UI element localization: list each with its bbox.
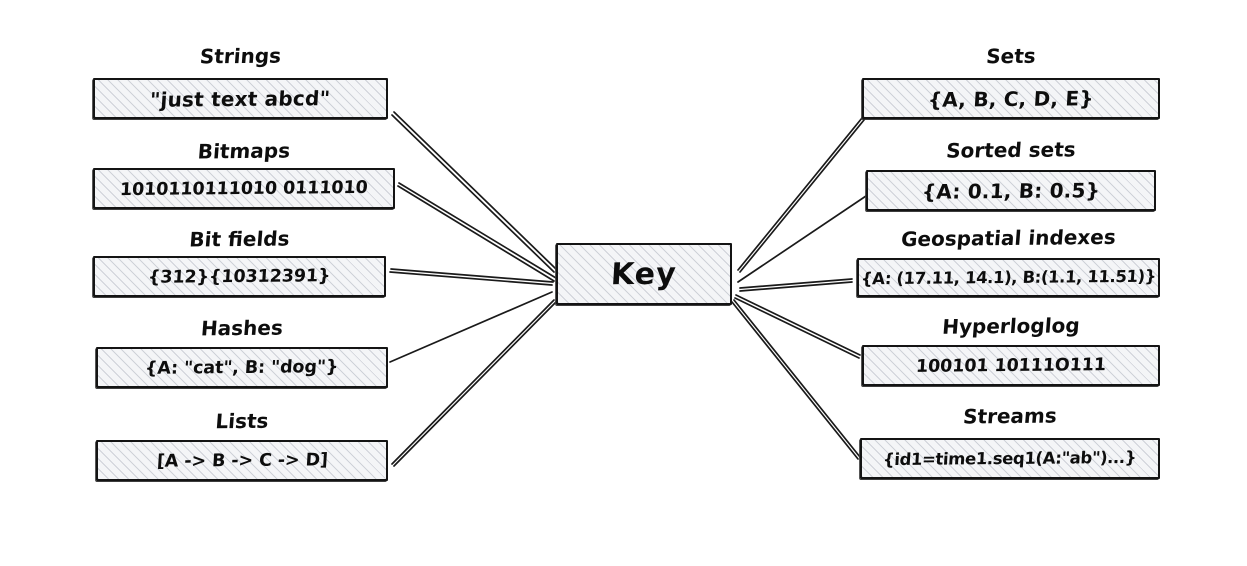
node-key-label: Key bbox=[610, 256, 678, 292]
node-bit-fields[interactable]: {312}{10312391} bbox=[92, 256, 386, 298]
caption-sorted-sets: Sorted sets bbox=[945, 137, 1077, 163]
node-hyperloglog[interactable]: 100101 10111O111 bbox=[861, 345, 1160, 387]
caption-hashes: Hashes bbox=[200, 315, 284, 341]
node-lists[interactable]: [A -> B -> C -> D] bbox=[95, 440, 388, 482]
connector-hashes bbox=[389, 291, 553, 363]
node-hashes-value: {A: "cat", B: "dog"} bbox=[144, 356, 340, 379]
caption-lists: Lists bbox=[214, 408, 270, 434]
caption-streams: Streams bbox=[962, 403, 1058, 429]
node-hashes[interactable]: {A: "cat", B: "dog"} bbox=[95, 347, 388, 389]
connector-sets bbox=[737, 117, 863, 271]
connector-strings bbox=[391, 114, 555, 273]
connector-hyperloglog bbox=[735, 294, 861, 356]
caption-strings: Strings bbox=[198, 43, 283, 69]
node-bitmaps[interactable]: 1010110111010 0111010 bbox=[92, 168, 395, 210]
caption-hyperloglog: Hyperloglog bbox=[941, 313, 1081, 339]
node-geospatial-indexes-value: {A: (17.11, 14.1), B:(1.1, 11.51)} bbox=[860, 266, 1157, 289]
node-streams[interactable]: {id1=time1.seq1(A:"ab")...} bbox=[859, 438, 1160, 480]
node-sorted-sets-value: {A: 0.1, B: 0.5} bbox=[921, 177, 1101, 204]
connector-geospatial bbox=[739, 278, 853, 289]
node-key[interactable]: Key bbox=[555, 243, 732, 306]
node-lists-value: [A -> B -> C -> D] bbox=[155, 449, 329, 472]
node-streams-value: {id1=time1.seq1(A:"ab")...} bbox=[882, 447, 1138, 470]
node-sets[interactable]: {A, B, C, D, E} bbox=[861, 78, 1160, 120]
node-strings-value: "just text abcd" bbox=[149, 85, 332, 112]
caption-bit-fields: Bit fields bbox=[188, 226, 291, 252]
node-sets-value: {A, B, C, D, E} bbox=[927, 85, 1095, 112]
connector-lists bbox=[391, 299, 555, 465]
connector-streams bbox=[733, 299, 861, 458]
node-bit-fields-value: {312}{10312391} bbox=[147, 265, 332, 288]
connector-sorted-sets bbox=[737, 195, 867, 283]
connector-bitfields bbox=[389, 271, 553, 286]
node-strings[interactable]: "just text abcd" bbox=[92, 78, 388, 120]
node-bitmaps-value: 1010110111010 0111010 bbox=[119, 177, 369, 200]
caption-geospatial-indexes: Geospatial indexes bbox=[900, 224, 1117, 252]
node-hyperloglog-value: 100101 10111O111 bbox=[915, 354, 1107, 377]
caption-sets: Sets bbox=[985, 43, 1037, 69]
caption-bitmaps: Bitmaps bbox=[196, 138, 292, 164]
connector-bitmaps bbox=[397, 185, 555, 282]
node-geospatial-indexes[interactable]: {A: (17.11, 14.1), B:(1.1, 11.51)} bbox=[856, 258, 1160, 298]
node-sorted-sets[interactable]: {A: 0.1, B: 0.5} bbox=[865, 170, 1156, 212]
